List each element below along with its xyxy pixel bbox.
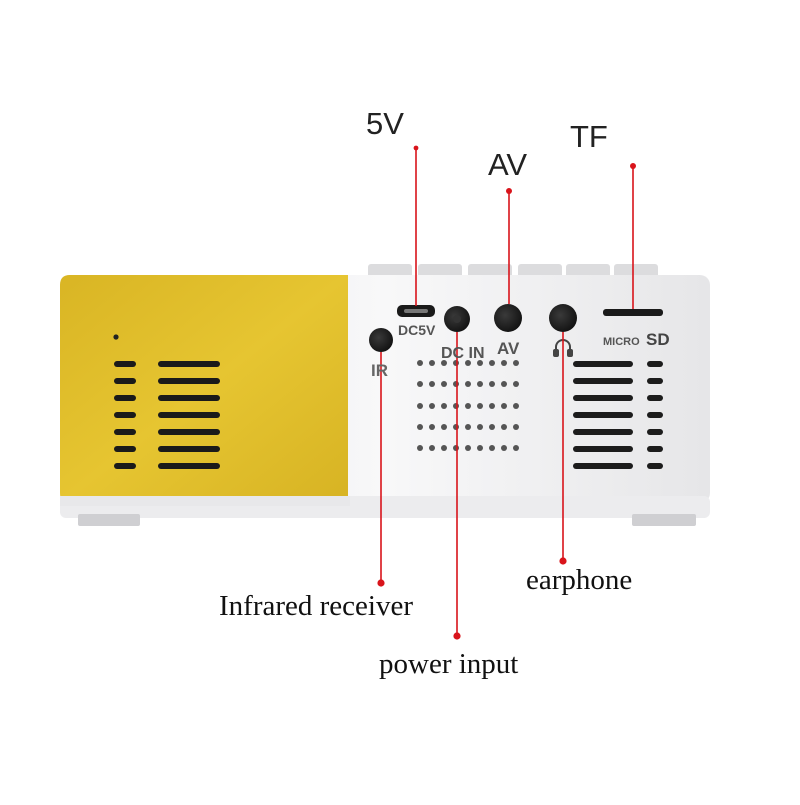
callout-tf: TF	[570, 119, 608, 154]
callout-5v: 5V	[366, 106, 404, 141]
speaker-dot-grille	[417, 360, 519, 451]
micro-label: MICRO	[603, 336, 640, 348]
micro-sd-slot	[603, 309, 663, 316]
top-vent-ridges	[368, 264, 658, 278]
yellow-side-vents	[113, 334, 220, 469]
earphone-jack	[549, 304, 577, 332]
av-jack	[494, 304, 522, 332]
leader-dots	[377, 145, 636, 640]
leader-lines	[380, 147, 634, 636]
callout-av: AV	[488, 147, 528, 182]
right-side-vents	[573, 361, 663, 469]
callout-infrared-receiver: Infrared receiver	[219, 590, 413, 622]
ir-receiver-port	[369, 328, 393, 352]
av-device-label: AV	[497, 339, 520, 358]
ports	[369, 304, 663, 357]
sd-label: SD	[646, 330, 670, 349]
dc-in-label: DC IN	[441, 345, 485, 362]
device-printed-labels: IR DC5V DC IN AV MICRO SD	[371, 322, 670, 380]
callout-earphone: earphone	[526, 564, 633, 596]
dc5v-label: DC5V	[398, 322, 436, 338]
callout-power-input: power input	[379, 648, 519, 680]
ir-label: IR	[371, 361, 388, 380]
